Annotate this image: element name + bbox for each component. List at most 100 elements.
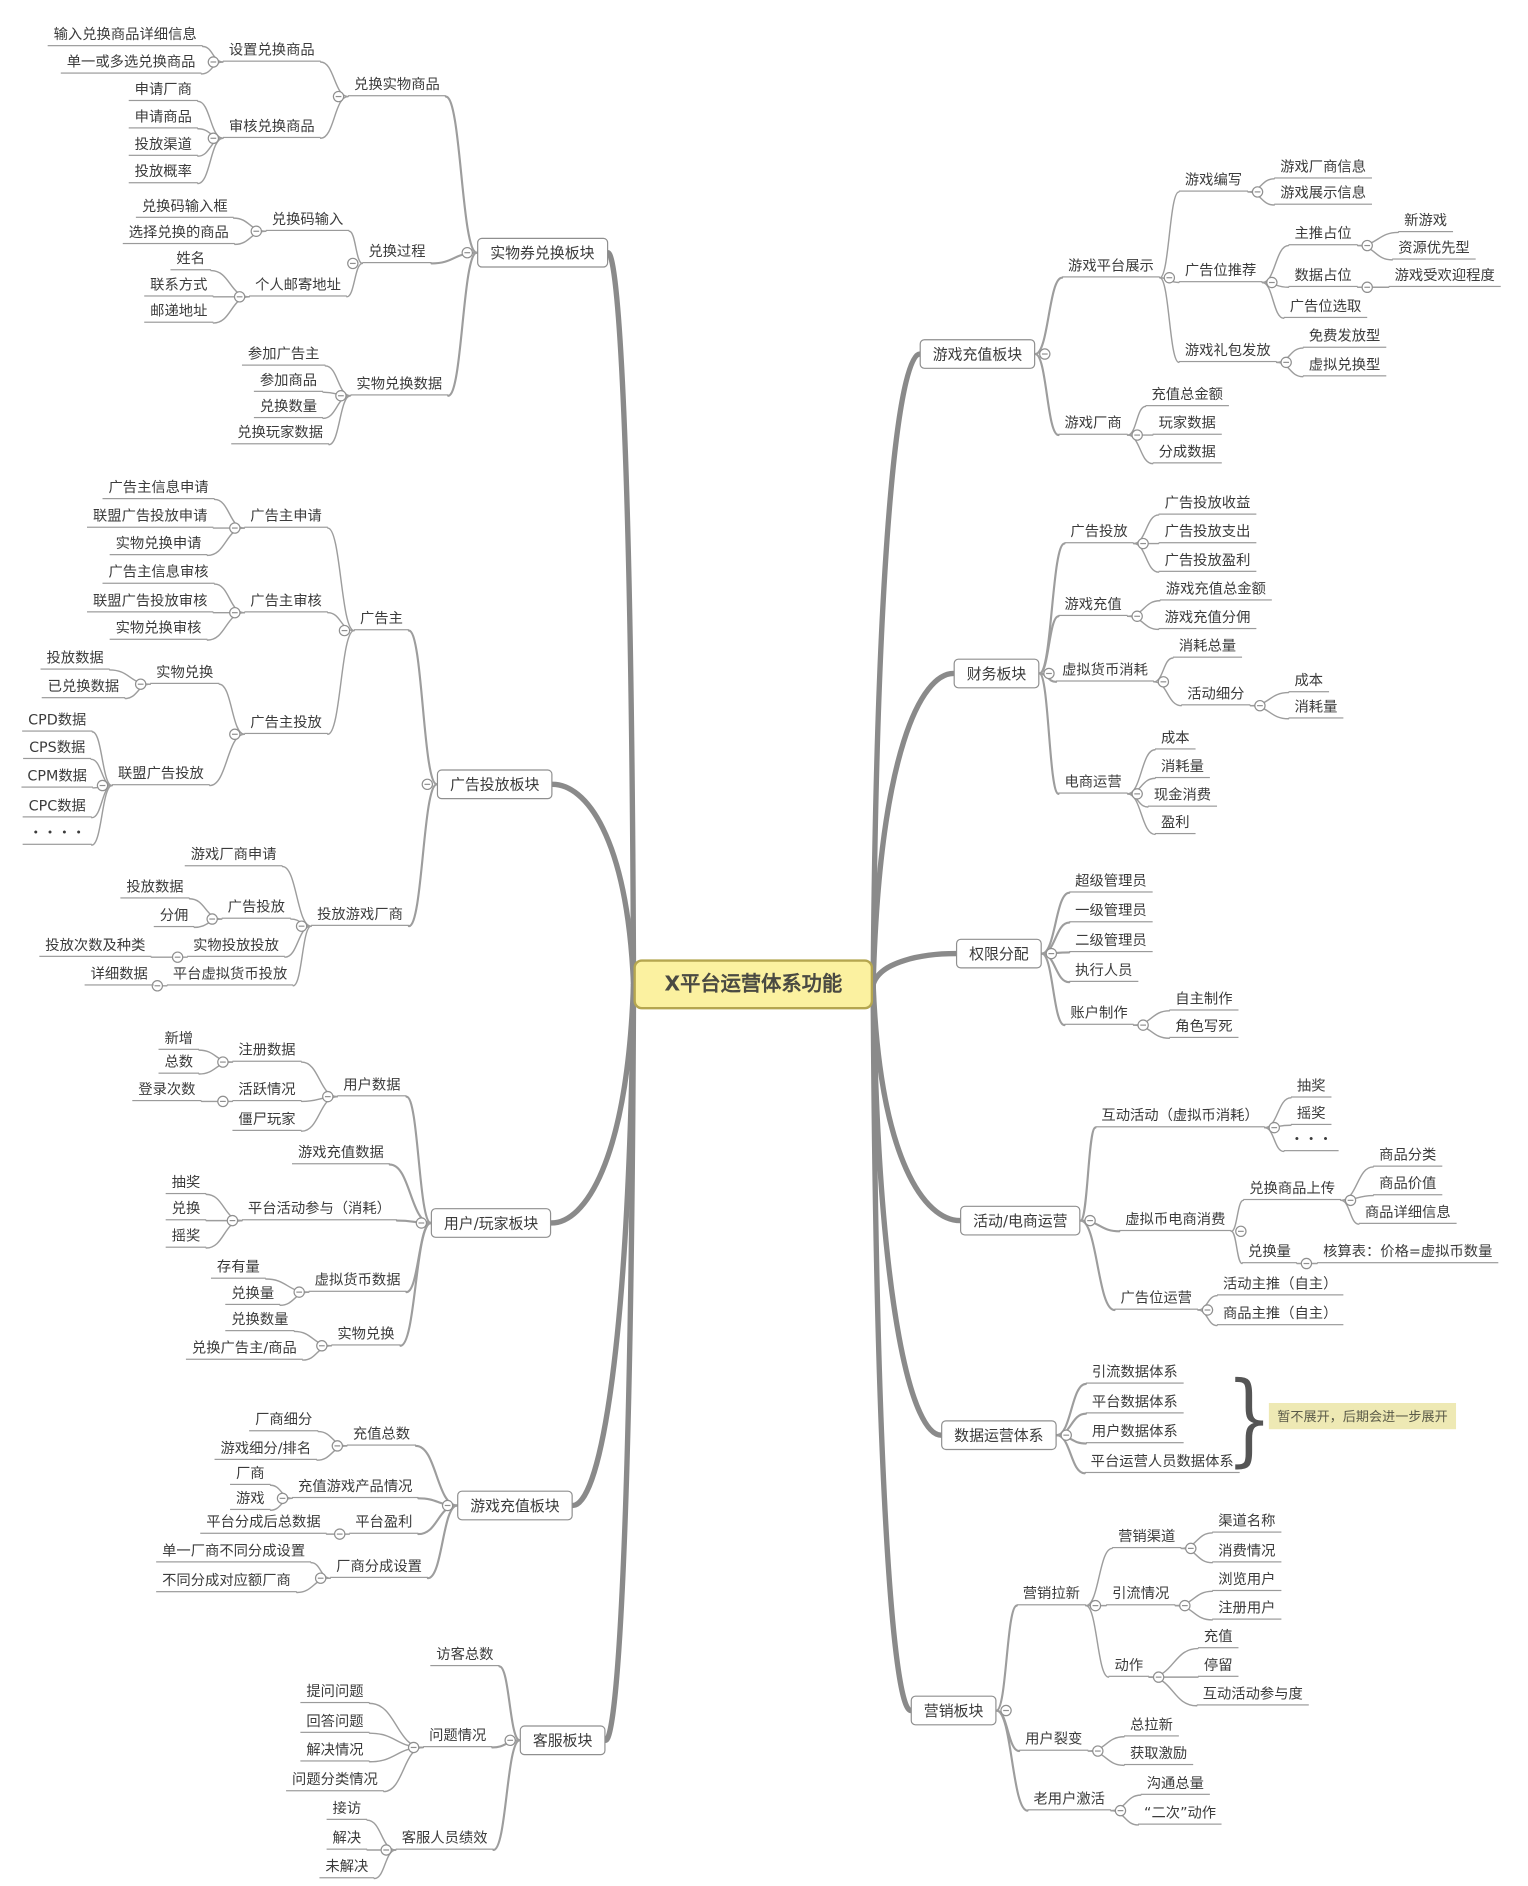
subtopic[interactable]: 广告投放 <box>221 897 291 920</box>
subtopic[interactable]: 邮递地址 <box>144 301 214 324</box>
subtopic[interactable]: 摇奖 <box>165 1226 207 1249</box>
subtopic[interactable]: 解决 <box>326 1828 368 1851</box>
subtopic[interactable]: 账户制作 <box>1064 1003 1134 1026</box>
subtopic[interactable]: 游戏 <box>230 1489 271 1511</box>
subtopic[interactable]: 现金消费 <box>1147 785 1218 808</box>
collapse-icon[interactable] <box>293 1286 305 1298</box>
collapse-icon[interactable] <box>1131 610 1143 622</box>
subtopic[interactable]: 厂商分成设置 <box>330 1557 428 1579</box>
subtopic[interactable]: 游戏展示信息 <box>1274 183 1373 206</box>
subtopic[interactable]: 互动活动参与度 <box>1196 1684 1309 1706</box>
subtopic[interactable]: 广告位运营 <box>1114 1288 1198 1311</box>
subtopic[interactable]: 游戏厂商申请 <box>184 845 283 867</box>
subtopic[interactable]: 详细数据 <box>84 964 154 987</box>
collapse-icon[interactable] <box>1060 1429 1072 1441</box>
subtopic[interactable]: 数据占位 <box>1288 266 1358 288</box>
subtopic[interactable]: 老用户激活 <box>1027 1789 1111 1811</box>
subtopic[interactable]: 访客总数 <box>430 1645 500 1667</box>
subtopic[interactable]: 平台虚拟货币投放 <box>166 964 294 987</box>
subtopic[interactable]: 广告主审核 <box>244 591 328 613</box>
collapse-icon[interactable] <box>322 1090 334 1103</box>
subtopic[interactable]: “二次”动作 <box>1138 1803 1223 1826</box>
collapse-icon[interactable] <box>1268 1121 1280 1134</box>
subtopic[interactable]: 活动主推（自主） <box>1217 1274 1344 1296</box>
collapse-icon[interactable] <box>1251 186 1264 198</box>
subtopic[interactable]: 商品分类 <box>1373 1145 1443 1168</box>
subtopic[interactable]: 自主制作 <box>1169 989 1239 1012</box>
main-topic[interactable]: 实物券兑换板块 <box>477 237 608 268</box>
collapse-icon[interactable] <box>335 390 347 402</box>
subtopic[interactable]: 成本 <box>1288 671 1330 693</box>
collapse-icon[interactable] <box>1361 239 1373 252</box>
collapse-icon[interactable] <box>1152 1671 1165 1683</box>
subtopic[interactable]: 设置兑换商品 <box>222 40 321 63</box>
collapse-icon[interactable] <box>276 1492 289 1505</box>
subtopic[interactable]: 兑换过程 <box>362 242 432 264</box>
subtopic[interactable]: 活跃情况 <box>232 1080 302 1102</box>
subtopic[interactable]: 兑换量 <box>225 1284 281 1306</box>
subtopic[interactable]: 投放数据 <box>40 648 110 671</box>
subtopic[interactable]: 未解决 <box>319 1857 375 1879</box>
subtopic[interactable]: 获取激励 <box>1124 1744 1194 1766</box>
subtopic[interactable]: 联盟广告投放审核 <box>87 591 214 613</box>
collapse-icon[interactable] <box>229 606 241 619</box>
subtopic[interactable]: 回答问题 <box>300 1711 370 1734</box>
subtopic[interactable]: 游戏编写 <box>1178 170 1249 193</box>
subtopic[interactable]: 广告投放支出 <box>1158 522 1257 544</box>
subtopic[interactable]: 广告位选取 <box>1283 297 1368 319</box>
subtopic[interactable]: 选择兑换的商品 <box>122 223 235 245</box>
subtopic[interactable]: ・・・ <box>1283 1130 1339 1152</box>
subtopic[interactable]: 兑换商品上传 <box>1243 1179 1342 1201</box>
subtopic[interactable]: 不同分成对应额厂商 <box>156 1571 297 1593</box>
subtopic[interactable]: 实物兑换 <box>331 1324 401 1347</box>
subtopic[interactable]: 资源优先型 <box>1392 238 1476 261</box>
subtopic[interactable]: 二级管理员 <box>1069 931 1153 953</box>
subtopic[interactable]: 问题情况 <box>423 1726 493 1748</box>
main-topic[interactable]: 游戏充值板块 <box>919 339 1036 369</box>
main-topic[interactable]: 数据运营体系 <box>941 1420 1057 1451</box>
subtopic[interactable]: 实物投放投放 <box>187 935 285 958</box>
subtopic[interactable]: 新增 <box>158 1028 200 1051</box>
subtopic[interactable]: 兑换实物商品 <box>348 75 446 97</box>
subtopic[interactable]: 浏览用户 <box>1212 1570 1282 1592</box>
collapse-icon[interactable] <box>331 1440 344 1452</box>
subtopic[interactable]: 单一或多选兑换商品 <box>60 52 202 75</box>
collapse-icon[interactable] <box>1185 1542 1197 1555</box>
collapse-icon[interactable] <box>1201 1304 1214 1316</box>
subtopic[interactable]: 抽奖 <box>165 1173 207 1195</box>
subtopic[interactable]: 投放游戏厂商 <box>311 904 409 927</box>
subtopic[interactable]: 引流情况 <box>1106 1584 1176 1606</box>
subtopic[interactable]: 输入兑换商品详细信息 <box>47 25 203 47</box>
subtopic[interactable]: 营销拉新 <box>1016 1584 1086 1606</box>
subtopic[interactable]: 客服人员绩效 <box>395 1828 494 1851</box>
subtopic[interactable]: 单一厂商不同分成设置 <box>156 1541 312 1563</box>
subtopic[interactable]: 联系方式 <box>144 275 214 298</box>
main-topic[interactable]: 广告投放板块 <box>436 769 553 800</box>
collapse-icon[interactable] <box>1089 1599 1102 1612</box>
subtopic[interactable]: 动作 <box>1108 1655 1150 1678</box>
main-topic[interactable]: 用户/玩家板块 <box>430 1208 552 1238</box>
subtopic[interactable]: 摇奖 <box>1290 1104 1332 1126</box>
collapse-icon[interactable] <box>314 1572 327 1584</box>
collapse-icon[interactable] <box>229 728 241 740</box>
subtopic[interactable]: CPD数据 <box>22 710 93 733</box>
subtopic[interactable]: 投放渠道 <box>128 134 198 157</box>
subtopic[interactable]: 商品价值 <box>1373 1174 1443 1196</box>
subtopic[interactable]: CPS数据 <box>23 738 92 760</box>
collapse-icon[interactable] <box>171 951 184 963</box>
subtopic[interactable]: 抽奖 <box>1290 1076 1332 1099</box>
subtopic[interactable]: 广告投放盈利 <box>1158 550 1257 573</box>
subtopic[interactable]: 虚拟货币数据 <box>308 1270 407 1293</box>
subtopic[interactable]: 兑换玩家数据 <box>231 423 330 445</box>
subtopic[interactable]: 角色写死 <box>1169 1017 1239 1039</box>
collapse-icon[interactable] <box>332 90 345 103</box>
subtopic[interactable]: 广告主信息审核 <box>102 562 215 585</box>
subtopic[interactable]: 游戏厂商信息 <box>1274 157 1373 180</box>
subtopic[interactable]: CPC数据 <box>22 796 92 818</box>
collapse-icon[interactable] <box>338 624 351 637</box>
subtopic[interactable]: 投放次数及种类 <box>39 935 152 958</box>
subtopic[interactable]: 实物兑换 <box>150 663 220 685</box>
subtopic[interactable]: 商品详细信息 <box>1358 1202 1457 1225</box>
collapse-icon[interactable] <box>415 1217 428 1229</box>
subtopic[interactable]: 用户裂变 <box>1019 1729 1089 1752</box>
